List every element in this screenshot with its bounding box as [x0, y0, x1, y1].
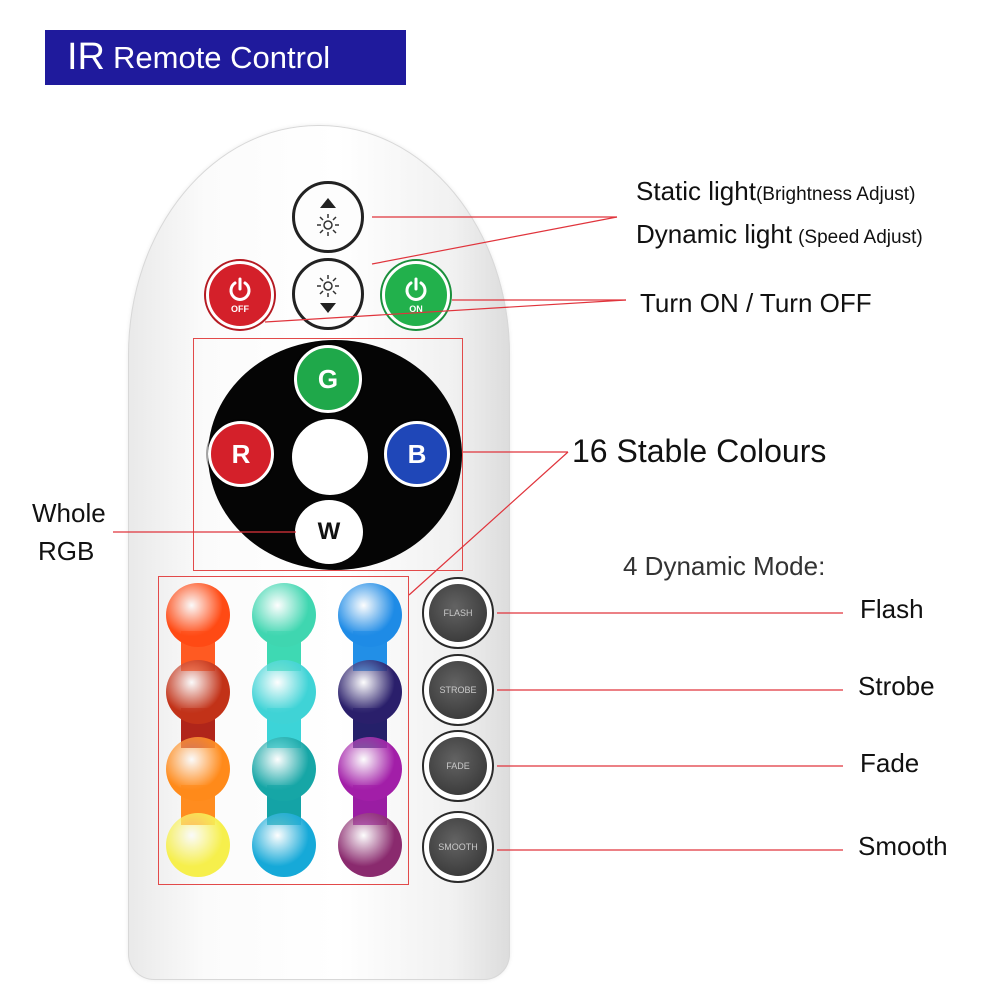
white-button[interactable]: W	[295, 500, 363, 564]
callout-whole: Whole	[32, 498, 106, 528]
callout-strobe: Strobe	[858, 671, 935, 701]
callout-turn-on-off: Turn ON / Turn OFF	[640, 288, 872, 318]
power-on-label: ON	[409, 303, 423, 314]
mode-button-label: FADE	[446, 761, 470, 771]
colour-button[interactable]	[252, 660, 316, 724]
mode-button-fade[interactable]: FADE	[422, 730, 494, 802]
callout-flash: Flash	[860, 594, 924, 624]
power-off-icon	[229, 277, 251, 301]
mode-button-face: STROBE	[429, 661, 487, 719]
title-ir: IR	[67, 36, 105, 78]
brightness-down-button[interactable]	[292, 258, 364, 330]
colour-button[interactable]	[338, 583, 402, 647]
dynamic-light-label: Dynamic light	[636, 219, 793, 249]
mode-button-face: SMOOTH	[429, 818, 487, 876]
mode-button-smooth[interactable]: SMOOTH	[422, 811, 494, 883]
power-off-label: OFF	[231, 303, 249, 314]
colour-button[interactable]	[252, 583, 316, 647]
colour-button[interactable]	[166, 737, 230, 801]
title-text: Remote Control	[113, 39, 331, 75]
title-banner: IR Remote Control	[45, 30, 406, 85]
callout-fade: Fade	[860, 748, 920, 778]
dynamic-light-note: (Speed Adjust)	[798, 227, 923, 248]
rgbw-highlight-box	[193, 338, 463, 571]
colour-button[interactable]	[338, 813, 402, 877]
colour-button[interactable]	[338, 660, 402, 724]
colour-button[interactable]	[338, 737, 402, 801]
blue-button[interactable]: B	[384, 421, 450, 487]
callout-dynamic-light: Dynamic light(Speed Adjust)	[636, 219, 923, 250]
static-light-note: (Brightness Adjust)	[755, 184, 916, 205]
brightness-up-button[interactable]	[292, 181, 364, 253]
sun-icon	[317, 275, 339, 298]
static-light-label: Static light	[636, 176, 756, 206]
colour-button[interactable]	[166, 583, 230, 647]
mode-button-face: FLASH	[429, 584, 487, 642]
callout-static-light: Static light(Brightness Adjust)	[636, 176, 915, 207]
mode-button-face: FADE	[429, 737, 487, 795]
mode-button-label: FLASH	[443, 608, 473, 618]
mode-button-flash[interactable]: FLASH	[422, 577, 494, 649]
power-on-icon	[405, 277, 427, 301]
mode-button-label: STROBE	[439, 685, 477, 695]
arrow-down-icon	[320, 303, 336, 313]
colour-grid-highlight-box	[158, 576, 409, 885]
arrow-up-icon	[320, 198, 336, 208]
mode-button-strobe[interactable]: STROBE	[422, 654, 494, 726]
callout-stable-colours: 16 Stable Colours	[572, 433, 827, 469]
red-button[interactable]: R	[208, 421, 274, 487]
callout-smooth: Smooth	[858, 831, 948, 861]
callout-rgb: RGB	[38, 536, 95, 566]
colour-button[interactable]	[252, 813, 316, 877]
power-off-button[interactable]: OFF	[206, 261, 274, 329]
sun-icon	[317, 213, 339, 236]
mode-button-label: SMOOTH	[438, 842, 478, 852]
power-on-button[interactable]: ON	[382, 261, 450, 329]
green-button[interactable]: G	[294, 345, 362, 413]
colour-button[interactable]	[252, 737, 316, 801]
callout-dynamic-mode: 4 Dynamic Mode:	[623, 551, 826, 581]
center-button[interactable]	[292, 419, 368, 495]
colour-button[interactable]	[166, 660, 230, 724]
colour-button[interactable]	[166, 813, 230, 877]
